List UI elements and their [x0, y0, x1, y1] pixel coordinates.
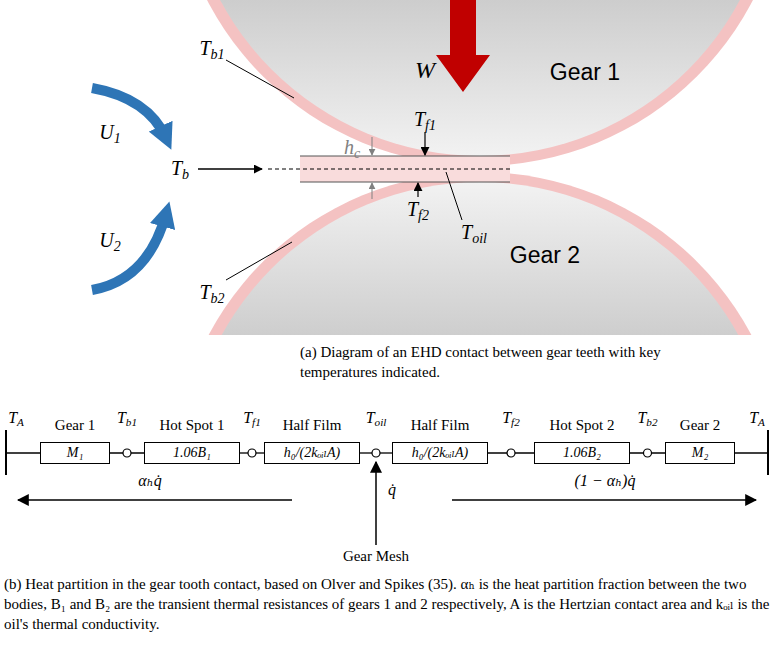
temperature-node	[644, 449, 652, 457]
source-label: Gear Mesh	[343, 548, 409, 565]
temperature-label: Toil	[461, 221, 487, 244]
temperature-node	[507, 449, 515, 457]
component-heading: Half Film	[283, 417, 342, 434]
resistance-value: h₀/(2kₒᵢₗA)	[284, 444, 340, 461]
film-thickness-label: hc	[344, 136, 360, 159]
heat-flow-arrow	[18, 499, 292, 501]
gear2-body	[185, 182, 774, 335]
component-heading: Gear 1	[55, 417, 95, 434]
component-heading: Half Film	[411, 417, 470, 434]
component-heading: Hot Spot 2	[549, 417, 614, 434]
thickness-arrow	[372, 137, 373, 155]
ambient-link	[6, 452, 40, 453]
resistance-value: 1.06B₂	[563, 445, 601, 461]
resistance-box: Half Filmh₀/(2kₒᵢₗA)	[392, 442, 488, 464]
leader-line	[446, 172, 462, 220]
temperature-label: Tb1	[199, 37, 224, 60]
film-boundary	[300, 182, 510, 183]
heat-flow-label: q̇	[388, 481, 396, 499]
component-heading: Gear 2	[680, 417, 720, 434]
resistance-box: Hot Spot 21.06B₂	[534, 442, 630, 464]
temperature-label: Tf2	[502, 409, 520, 427]
temperature-label: Toil	[366, 409, 387, 427]
resistance-box: Gear 2M₂	[665, 442, 735, 464]
gear1-surface-layer	[173, 0, 774, 166]
gear-name: Gear 1	[550, 59, 620, 86]
velocity-symbol: U2	[99, 229, 120, 252]
resistance-box: Half Filmh₀/(2kₒᵢₗA)	[264, 442, 360, 464]
thickness-arrow	[372, 183, 373, 199]
figure-caption: (b) Heat partition in the gear tooth con…	[4, 574, 770, 634]
gear-teeth	[173, 0, 774, 335]
resistance-value: 1.06B₁	[173, 445, 211, 461]
load-symbol: W	[415, 57, 435, 84]
temperature-label: Tf1	[243, 409, 261, 427]
temperature-label: Tb1	[117, 409, 137, 427]
velocity-symbol: U1	[99, 121, 120, 144]
temperature-label: TA	[749, 409, 765, 427]
pointer-arrow	[417, 183, 418, 197]
ambient-link	[735, 452, 768, 453]
resistance-box: Gear 1M₁	[40, 442, 110, 464]
load-arrow	[436, 0, 490, 92]
film-centreline	[268, 169, 510, 170]
component-heading: Hot Spot 1	[159, 417, 224, 434]
leader-line	[226, 60, 294, 98]
temperature-label: Tf1	[414, 108, 436, 131]
resistance-value: M₁	[67, 445, 84, 461]
resistance-value: h₀/(2kₒᵢₗA)	[412, 444, 468, 461]
resistance-value: M₂	[692, 445, 709, 461]
heat-flow-arrow	[452, 499, 756, 501]
leader-line	[226, 242, 292, 280]
temperature-label: Tb2	[637, 409, 657, 427]
figure-caption: (a) Diagram of an EHD contact between ge…	[300, 342, 720, 382]
gear1-body	[185, 0, 774, 156]
resistance-box: Hot Spot 11.06B₁	[144, 442, 240, 464]
gear2-surface-layer	[173, 172, 774, 335]
gear-name: Gear 2	[510, 242, 580, 269]
temperature-label: Tb2	[199, 281, 224, 304]
temperature-node	[372, 449, 380, 457]
temperature-label: TA	[8, 409, 24, 427]
surface-velocity-arrow	[92, 214, 166, 290]
heat-flow-label: (1 − αₕ)q̇	[575, 471, 636, 490]
pointer-arrow	[198, 168, 262, 169]
pointer-arrow	[424, 132, 425, 155]
temperature-node	[248, 449, 256, 457]
heat-flow-label: αₕq̇	[138, 471, 161, 490]
temperature-label: Tf2	[407, 198, 429, 221]
temperature-label: Tb	[171, 157, 189, 180]
heat-input-arrow	[375, 462, 377, 545]
film-boundary	[300, 156, 510, 157]
temperature-node	[123, 449, 131, 457]
